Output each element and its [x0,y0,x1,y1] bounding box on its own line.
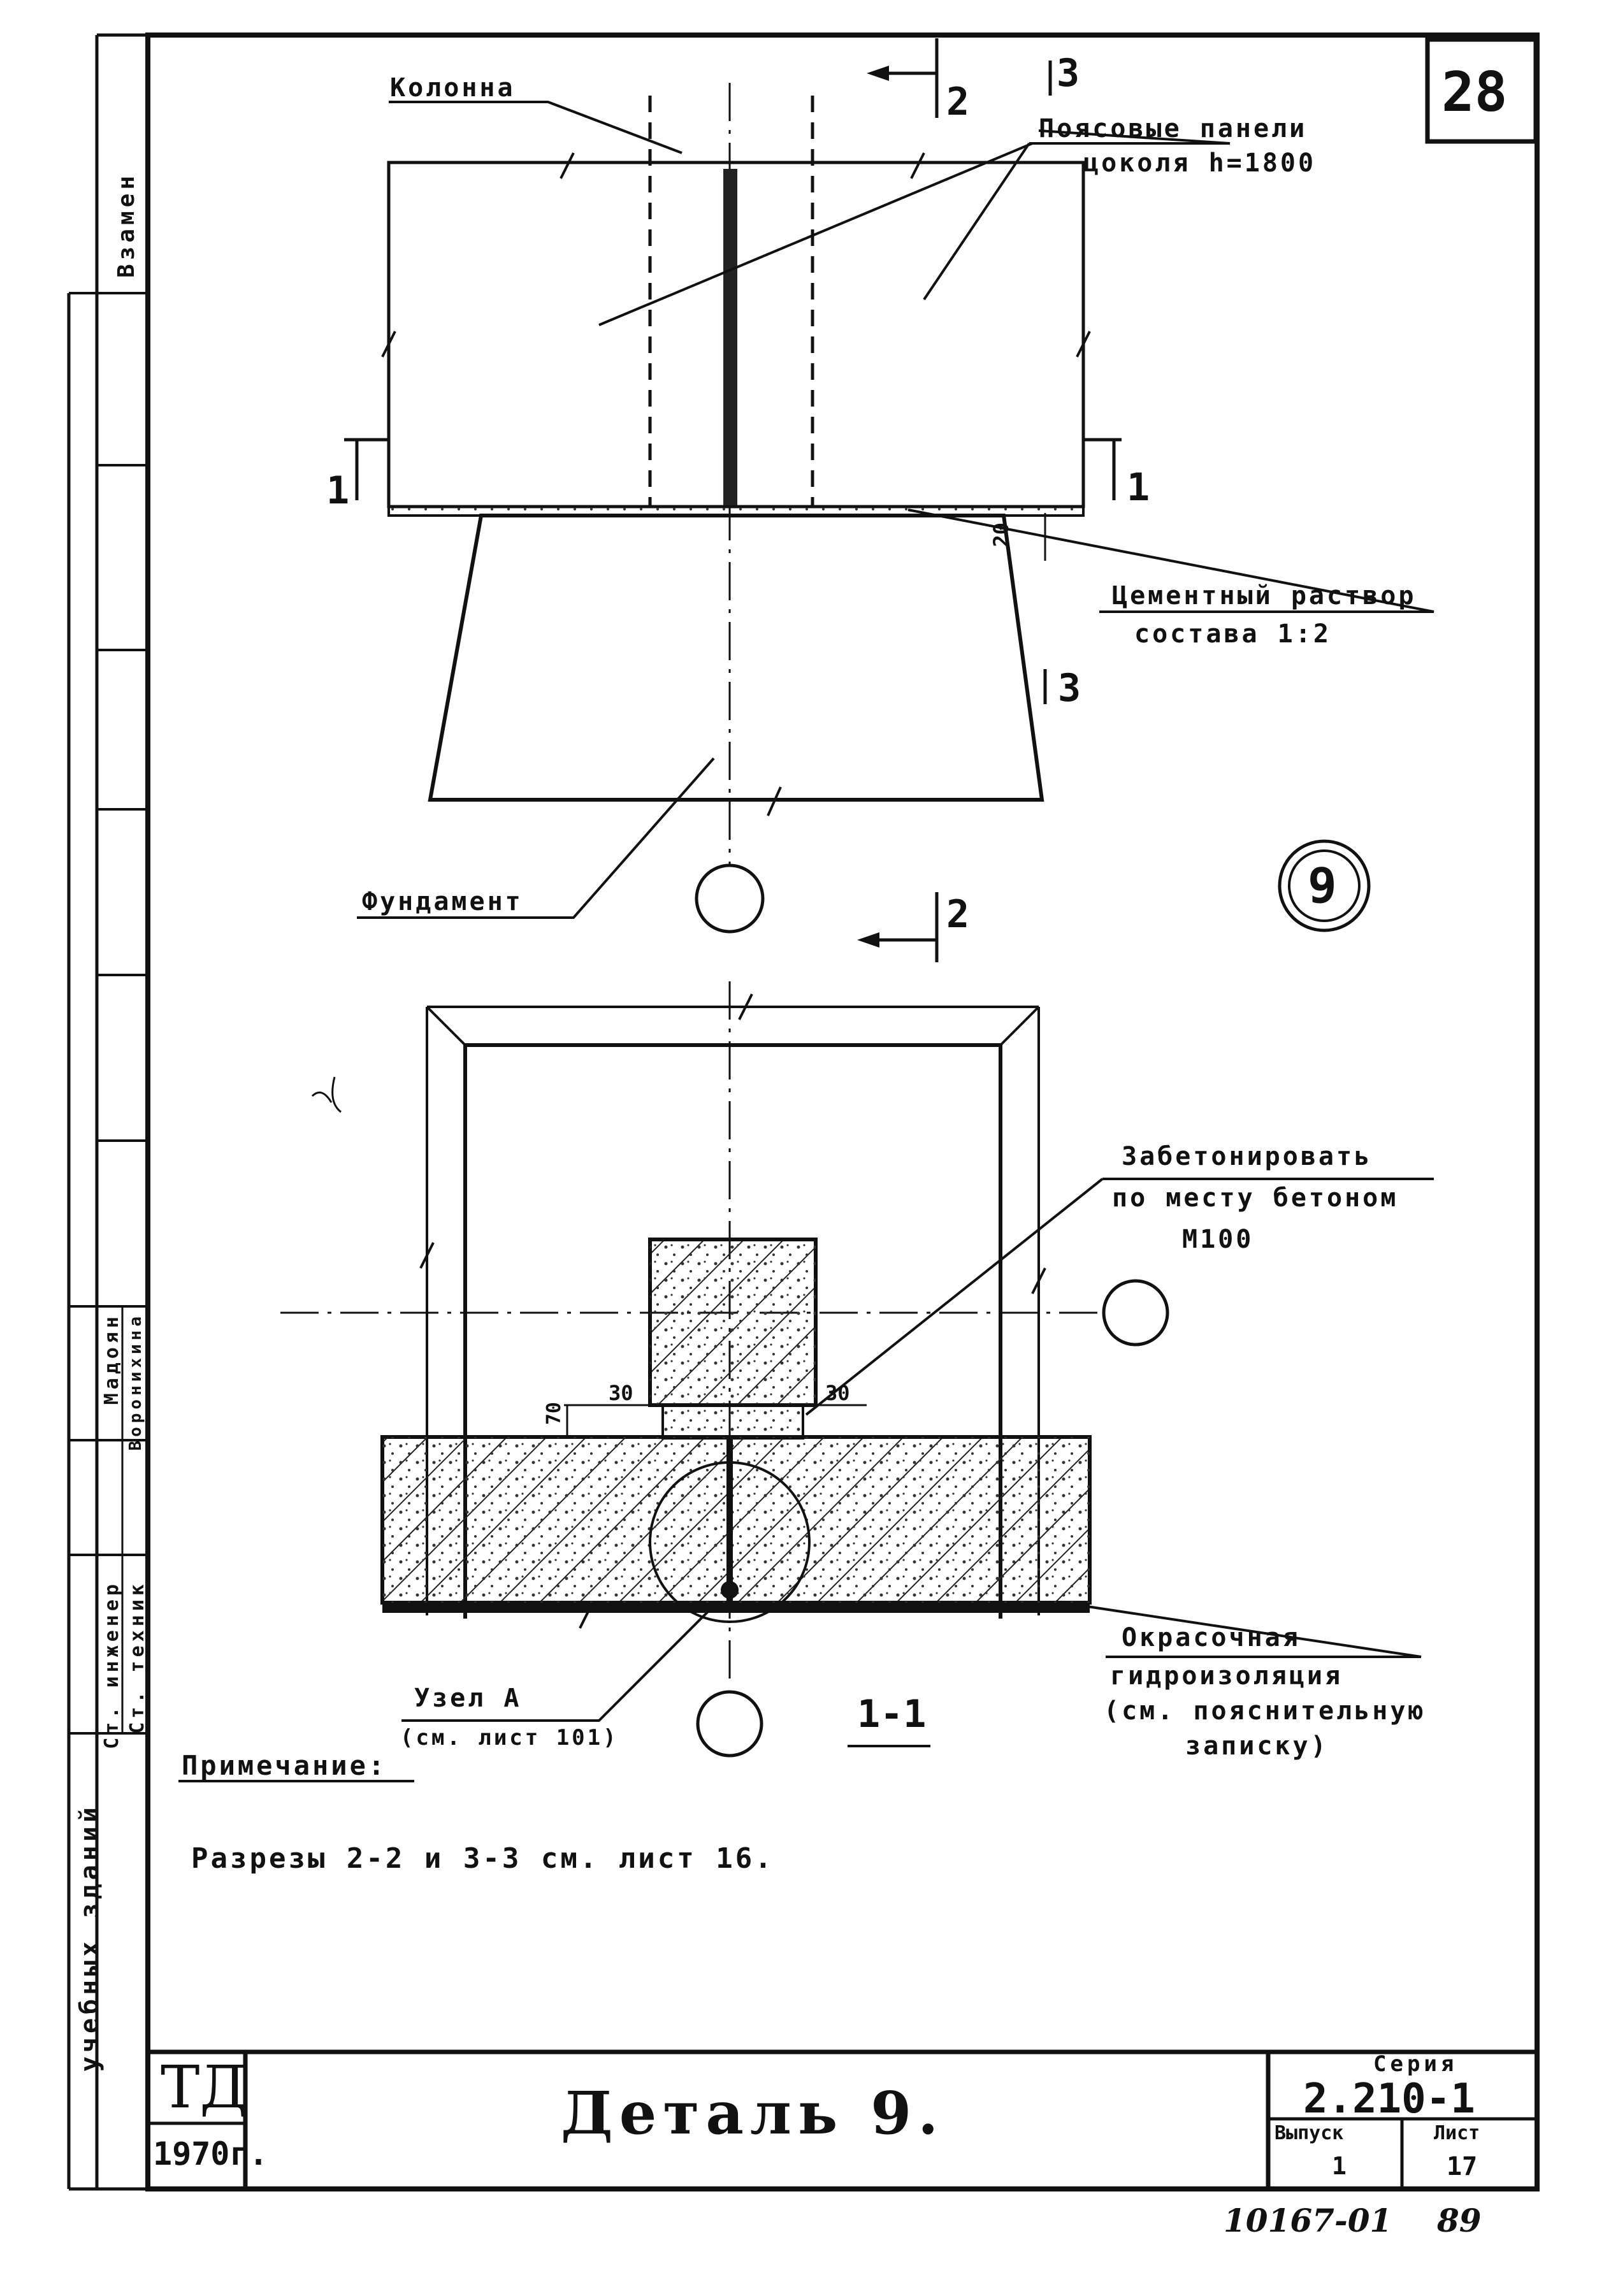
sheet-number-box [1425,37,1538,144]
section-mark-1-right: 1 [1127,465,1150,510]
section-view [178,981,1434,1782]
title-sheet-label: Лист [1434,2122,1480,2144]
sheet-number: 28 [1441,61,1508,124]
label-waterproof-line1: Окрасочная [1122,1623,1301,1652]
title-issue-label: Выпуск [1275,2122,1344,2144]
label-panels-line2: цоколя h=1800 [1083,148,1317,178]
margin-name-technician: Воронихина [126,1313,145,1451]
section-mark-3-side: 3 [1058,666,1081,711]
dimension-ticks [381,152,1091,816]
axis-bubble-bottom [696,1690,763,1758]
section-mark-2-bottom: 2 [946,892,970,937]
sheet-frame [67,32,1540,2191]
dim-gap-left: 30 [609,1381,633,1405]
foundation-outline [428,514,1044,802]
title-sheet-value: 17 [1447,2152,1478,2181]
label-mortar-line1: Цементный раствор [1112,581,1417,610]
margin-name-engineer: Мадоян [101,1313,123,1405]
note-heading: Примечание: [182,1750,387,1781]
label-concrete-line3: М100 [1182,1225,1254,1254]
title-series-value: 2.210-1 [1303,2076,1475,2123]
label-node-line1: Узел А [414,1684,522,1713]
section-1-right-marker [1083,438,1122,500]
detail-circle-inner [1288,849,1361,922]
title-block [148,2049,1537,2189]
panel-joint [723,169,737,507]
dim-gap-right: 30 [825,1381,850,1405]
axis-bubble-right [1102,1279,1169,1347]
elevation-leaders [357,101,1434,919]
waterproofing-layer [382,1603,1090,1613]
label-column: Колонна [390,73,516,103]
section-leaders [178,1178,1434,1782]
label-concrete-line1: Забетонировать [1122,1142,1373,1171]
section-1-left-marker [344,438,389,500]
section-mark-1-left: 1 [326,468,350,513]
section-mark-3-top: 3 [1057,51,1080,96]
section-2-bottom-marker [863,892,939,962]
detail-number: 9 [1308,857,1337,914]
column-contour [463,1043,1002,1619]
axis-bubble-top [695,863,765,934]
section-mark-2-top: 2 [946,80,970,124]
elevation-view [344,38,1434,962]
section-label: 1-1 [857,1692,927,1736]
label-concrete-line2: по месту бетоном [1112,1183,1399,1213]
label-node-line2: (см. лист 101) [400,1725,619,1751]
infill-concrete [661,1404,804,1440]
title-org: ТД [161,2053,248,2121]
title-year: 1970г. [153,2135,268,2172]
title-main: Деталь 9. [561,2079,945,2148]
title-series-label: Серия [1373,2051,1458,2077]
margin-role-engineer: Ст. инженер [101,1580,123,1749]
label-foundation: Фундамент [362,887,523,916]
margin-role-technician: Ст. техник [126,1580,148,1734]
dim-gap-height: 70 [543,1402,565,1426]
dim-mortar: 20 [989,523,1013,547]
stamp-code: 10167-01 [1224,2202,1392,2239]
label-waterproof-line3: (см. пояснительную [1104,1696,1426,1726]
note-text: Разрезы 2-2 и 3-3 см. лист 16. [191,1842,774,1875]
margin-replace: Взамен [113,172,140,278]
label-panels-line1: Поясовые панели [1039,114,1308,143]
label-waterproof-line2: гидроизоляция [1110,1661,1343,1691]
node-a-circle [649,1461,811,1623]
label-mortar-line2: состава 1:2 [1134,619,1331,649]
label-waterproof-line4: записку) [1185,1731,1329,1761]
stamp-page: 89 [1437,2202,1482,2239]
detail-circle-outer [1278,839,1371,932]
margin-project-title: учебных зданий [75,1803,105,2072]
title-issue-value: 1 [1332,2152,1347,2180]
